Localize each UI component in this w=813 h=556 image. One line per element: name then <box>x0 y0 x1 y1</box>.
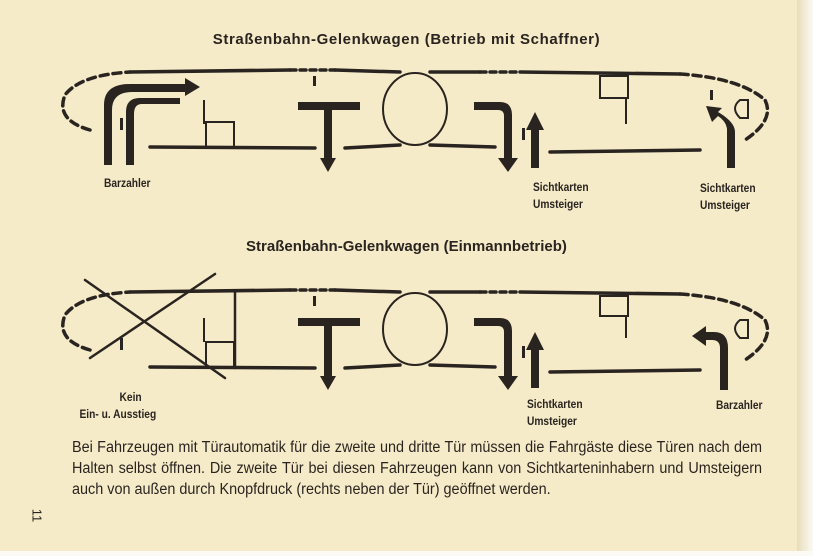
label-line: Ein- u. Ausstieg <box>79 407 157 421</box>
body-paragraph: Bei Fahrzeugen mit Türautomatik für die … <box>72 439 763 498</box>
label-line: Umsteiger <box>533 197 583 211</box>
diagram2-title: Straßenbahn-Gelenkwagen (Einmannbetrieb) <box>246 238 567 255</box>
label-line: Umsteiger <box>527 414 577 428</box>
label-line: Sichtkarten <box>533 180 589 194</box>
diagram1-label-barzahler: Barzahler <box>104 176 151 190</box>
label-line: Kein <box>119 390 142 404</box>
page-number: 11 <box>29 508 45 523</box>
label-line: Umsteiger <box>700 198 750 212</box>
diagram2-tram <box>61 272 770 390</box>
diagram2-label-barzahler: Barzahler <box>716 398 763 412</box>
diagram1-tram <box>61 68 770 172</box>
diagram1-title: Straßenbahn-Gelenkwagen (Betrieb mit Sch… <box>212 31 601 48</box>
page-edge <box>797 0 813 556</box>
page-bottom-edge <box>0 551 813 556</box>
label-line: Sichtkarten <box>527 397 583 411</box>
label-line: Sichtkarten <box>700 181 756 195</box>
